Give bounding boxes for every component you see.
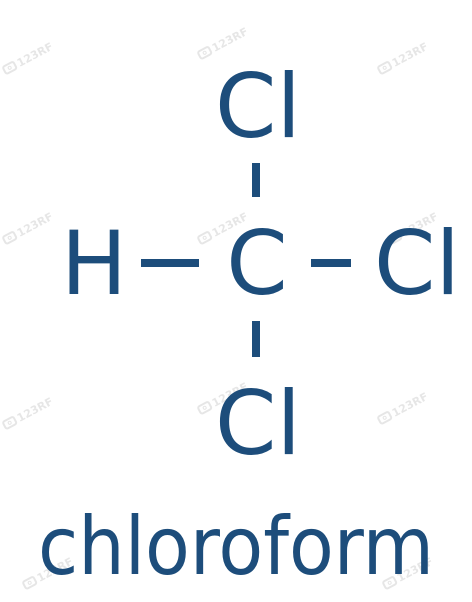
compound-name: chloroform (38, 500, 434, 593)
atom-bottom-label: Cl (215, 372, 301, 475)
atom-top-label: Cl (215, 55, 301, 158)
atom-left-label: H (61, 212, 127, 315)
atom-right-label: Cl (374, 212, 460, 315)
atom-center-label: C (226, 212, 287, 315)
